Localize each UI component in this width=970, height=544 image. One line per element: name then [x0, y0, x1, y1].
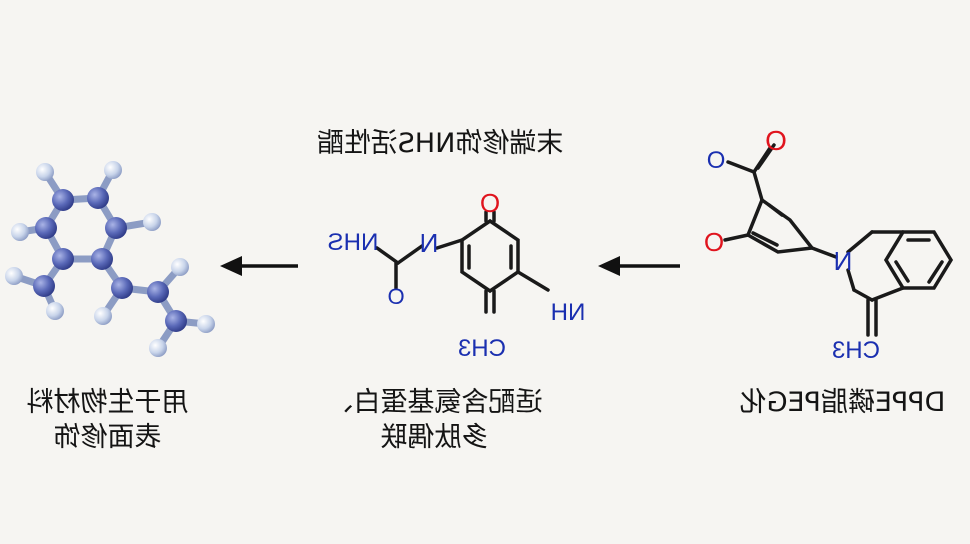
atom-c	[147, 281, 169, 303]
atom-c	[165, 310, 187, 332]
atom-h	[149, 339, 167, 357]
atom-nh: NH	[551, 299, 586, 326]
caption-line: 用于生物材料	[26, 387, 189, 418]
nhs-atom-labels: O N NHS O NH CH3	[328, 188, 586, 362]
atom-n: N	[834, 246, 853, 276]
atom-h	[197, 315, 215, 333]
atom-nhs: NHS	[328, 229, 379, 256]
arrow-right-to-middle	[598, 256, 680, 276]
atom-n: N	[420, 228, 439, 258]
atom-h	[171, 258, 189, 276]
model-atoms-carbon	[33, 187, 187, 332]
atom-c	[105, 217, 127, 239]
atom-ch3: CH3	[832, 337, 880, 364]
atom-ch3: CH3	[458, 335, 506, 362]
caption-dppe-pegylation: DPPE磷脂PEG化	[739, 387, 946, 418]
caption-surface-modification: 用于生物材料 表面修饰	[0, 385, 215, 455]
structure-nhs	[375, 210, 550, 314]
atom-c	[91, 248, 113, 270]
atom-c	[33, 275, 55, 297]
atom-c	[87, 187, 109, 209]
atom-o-carbonyl: O	[765, 125, 787, 156]
atom-c	[111, 277, 133, 299]
structure-dppe-peg	[723, 143, 954, 337]
atom-o-top: O	[480, 188, 500, 218]
atom-h	[143, 213, 161, 231]
atom-h	[11, 223, 29, 241]
dppe-atom-labels: O O O N CH3	[704, 125, 880, 364]
atom-c	[52, 248, 74, 270]
diagram-heading: 末端修饰NHS活性酯	[316, 128, 564, 159]
model-atoms-hydrogen	[5, 161, 215, 357]
molecule-3d-model	[5, 161, 215, 357]
atom-c	[35, 217, 57, 239]
caption-line: 表面修饰	[53, 422, 162, 453]
atom-h	[36, 163, 54, 181]
arrow-middle-to-left	[220, 256, 298, 276]
caption-protein-coupling: 适配含氨基蛋白、 多肽偶联	[302, 385, 567, 455]
caption-line: 多肽偶联	[380, 422, 489, 453]
atom-o-left: O	[704, 227, 724, 257]
caption-line: 适配含氨基蛋白、	[326, 387, 543, 418]
atom-h	[46, 302, 64, 320]
atom-o-top: O	[707, 147, 726, 174]
atom-c	[52, 189, 74, 211]
atom-o-small: O	[387, 284, 404, 309]
atom-h	[104, 161, 122, 179]
atom-h	[94, 307, 112, 325]
atom-h	[5, 267, 23, 285]
